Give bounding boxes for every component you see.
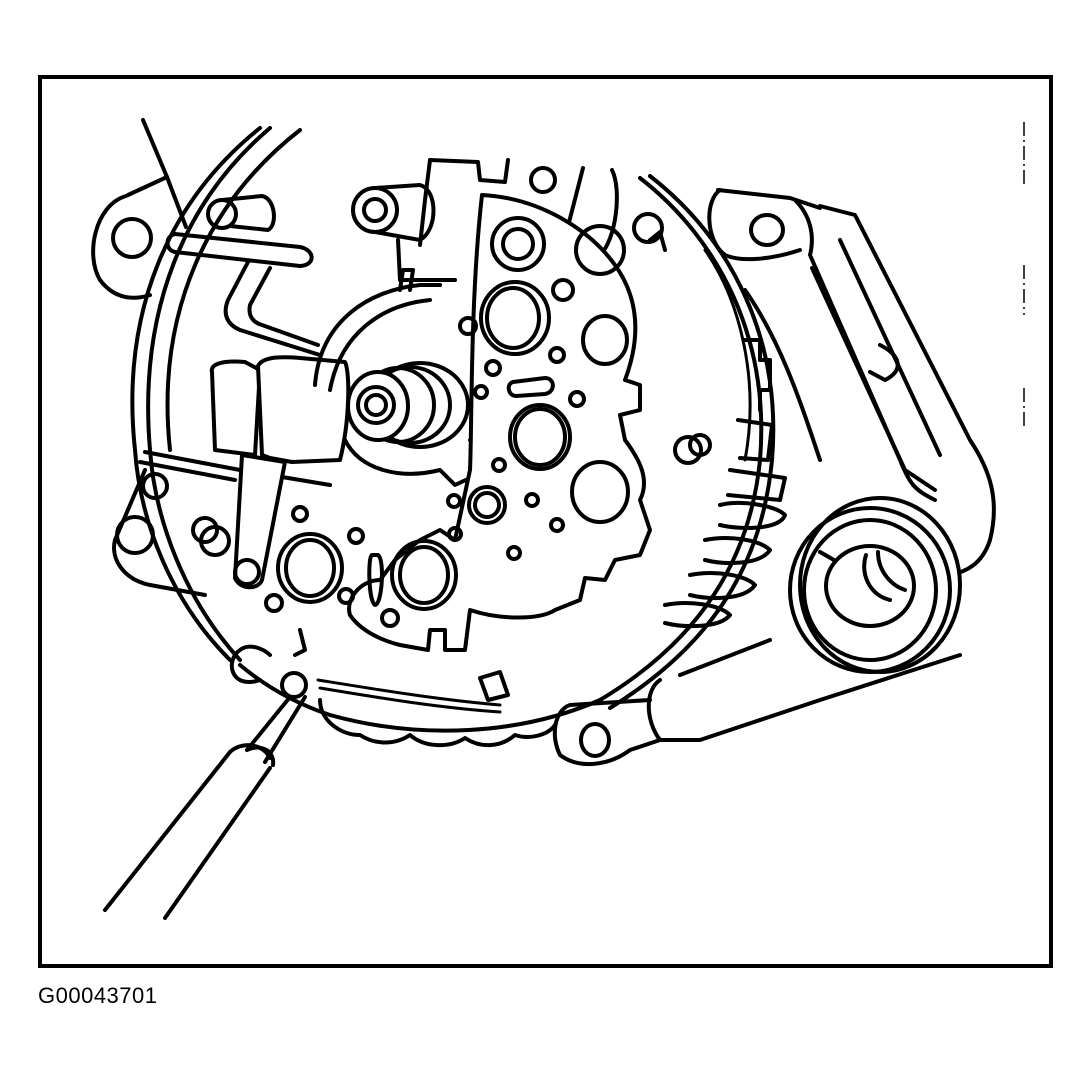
pulley-boss — [788, 496, 962, 674]
lower-housing-scallops — [229, 628, 557, 748]
lower-terminals — [191, 505, 458, 628]
adjustment-arm — [707, 188, 996, 577]
probe-tool — [103, 671, 308, 920]
figure-frame — [38, 75, 1053, 968]
brush-holder-arm — [209, 355, 351, 590]
figure-caption-id: G00043701 — [38, 983, 158, 1008]
upper-left-bracket — [91, 118, 276, 300]
rectifier-plate — [347, 193, 652, 652]
upper-connector — [351, 158, 619, 282]
lower-bracket — [552, 638, 962, 767]
stator-fins — [632, 212, 787, 629]
